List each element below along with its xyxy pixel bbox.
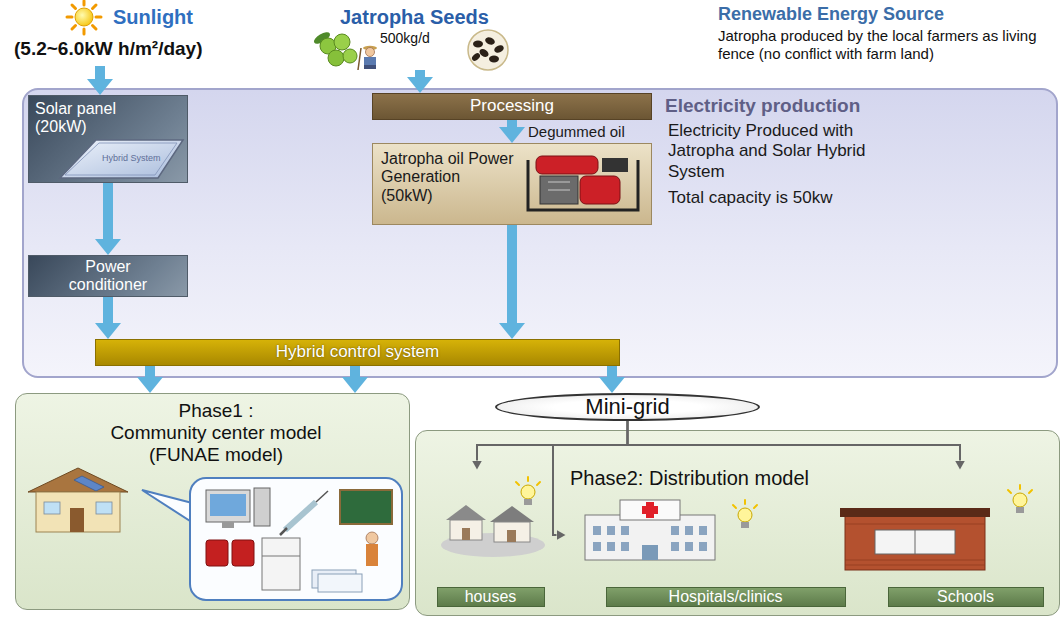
heading-note: Renewable Energy Source [718,4,944,26]
feed-line [477,421,628,461]
school-picture [840,508,990,570]
node-title: Jatropha Seeds [340,5,489,29]
seed-pile [468,30,508,70]
flow-arrow [95,66,105,79]
flow-arrow [103,183,113,239]
process-box: Power conditioner [28,255,188,297]
flow-arrow [350,366,360,377]
farmer-figure [358,46,377,70]
node-text: Community center model (FUNAE model) [91,422,341,466]
node-title: Phase1 : [136,400,296,423]
tag-label: Schools [888,587,1044,607]
jatropha-fruit [312,30,357,66]
panel-caption: Hybrid System [102,153,161,164]
tag-label: houses [437,587,545,607]
flow-arrow [507,120,517,127]
flow-arrow [103,297,113,323]
flow-arrow [507,225,517,323]
consumer-column: houses [432,470,545,607]
flow-arrow [415,70,425,77]
node-title: Jatropha oil Power Generation (50kW) [381,150,516,205]
solar-panel-picture [60,140,183,178]
node-text: Electricity Produced with Jatropha and S… [668,121,903,182]
light-bulb [1008,485,1032,513]
source-label: Sunlight (5.2~6.0kW h/m²/day) [12,2,262,66]
feed-line [553,421,628,535]
node-title: Power conditioner [48,258,168,293]
process-box: Jatropha oil Power Generation (50kW) [372,143,652,225]
hospital-picture [585,500,715,560]
node-title: Electricity production [665,95,860,118]
feed-line [628,421,961,461]
tag-label: Hospitals/clinics [606,587,846,607]
node-text: Total capacity is 50kw [668,188,832,208]
generator-picture [528,156,638,210]
node-title: Solar panel (20kW) [35,100,135,137]
phase-box: Phase2: Distribution model houses Hospital… [415,430,1060,616]
speech-bubble [142,478,402,600]
node-title: Phase2: Distribution model [570,466,809,490]
process-box: Solar panel (20kW) [28,95,188,183]
source-label: Jatropha Seeds500kg/d [318,2,533,70]
node-title: Sunlight [113,5,193,29]
flow-arrow [145,366,155,377]
node-title: Mini-grid [585,395,669,418]
node-text: 500kg/d [380,30,430,47]
community-house [28,468,128,532]
consumer-column: Schools [872,470,1052,607]
process-box: Processing [372,93,652,120]
consumer-column: Hospitals/clinics [566,492,856,607]
sun-icon [67,1,101,34]
houses-picture [441,505,545,557]
control-bar: Hybrid control system [95,339,620,366]
node-title: Hybrid control system [276,342,439,362]
node-text: (5.2~6.0kW h/m²/day) [14,38,202,61]
edge-label: Degummed oil [528,123,625,141]
grid-ellipse: Mini-grid [495,393,760,421]
note-text: Jatropha produced by the local farmers a… [718,27,1054,63]
flow-arrow [607,366,617,377]
node-title: Processing [470,96,554,116]
phase-box: Phase1 :Community center model (FUNAE mo… [15,393,410,610]
light-bulb [733,500,757,528]
light-bulb [516,477,540,505]
